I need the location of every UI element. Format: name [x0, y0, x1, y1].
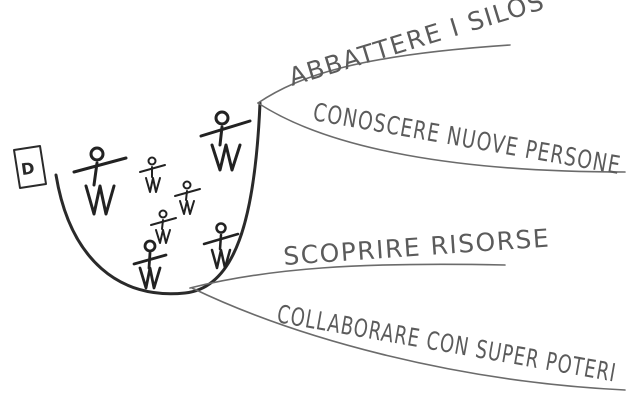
bowl-outline	[54, 101, 262, 296]
branch-label-2: CONOSCERE NUOVE PERSONE	[311, 97, 623, 180]
branch-label-4: COLLABORARE CON SUPER POTERI	[275, 299, 619, 387]
branch-line-2	[257, 102, 626, 173]
branch-line-4	[191, 287, 626, 391]
person-figure-large-left	[72, 146, 128, 216]
person-figure-small-lower	[150, 209, 177, 244]
person-figure-medium-bottom	[132, 239, 168, 290]
badge: D	[13, 145, 47, 189]
badge-frame	[13, 145, 47, 189]
person-figure-large-top	[199, 110, 252, 172]
person-figure-small-center	[139, 156, 166, 193]
person-figure-medium-right	[202, 222, 240, 270]
branch-line-3	[189, 263, 506, 289]
branch-line-1	[257, 44, 511, 104]
badge-letter: D	[20, 158, 36, 179]
branch-labels: ABBATTERE I SILOS CONOSCERE NUOVE PERSON…	[275, 0, 623, 388]
branch-lines	[189, 44, 626, 391]
person-figure-small-right	[174, 180, 201, 215]
people-group	[72, 110, 252, 290]
